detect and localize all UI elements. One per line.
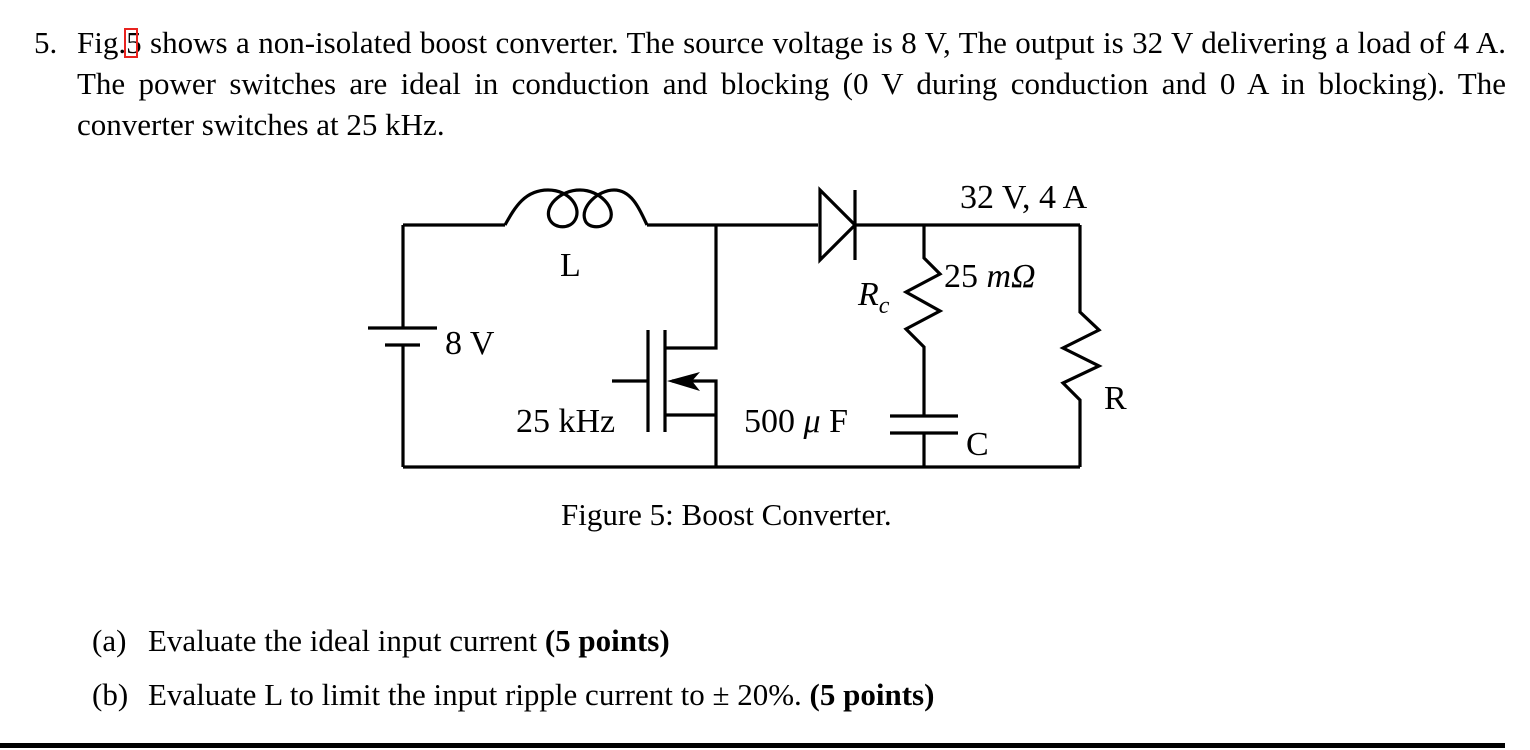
problem-text-lead: Fig.: [77, 25, 127, 60]
part-label: (a): [92, 623, 127, 658]
part-points: (5 points): [809, 677, 935, 712]
mosfet-arrow: [667, 372, 700, 391]
inductor-label: L: [560, 247, 581, 284]
load-resistor: [1059, 225, 1103, 467]
figure-caption: Figure 5: Boost Converter.: [561, 497, 892, 532]
problem-number: 5.: [34, 25, 58, 60]
mosfet-switch: [612, 225, 718, 467]
capacitor-value-label: 500 μ F: [744, 403, 848, 440]
problem-body: Fig.5 shows a non-isolated boost convert…: [77, 22, 1506, 145]
output-capacitor: [890, 414, 958, 467]
part-label: (b): [92, 677, 129, 712]
esr-symbol-label: Rc: [857, 276, 890, 319]
capacitor-label: C: [966, 426, 989, 463]
diode: [818, 186, 858, 264]
problem-statement: 5. Fig.5 shows a non-isolated boost conv…: [34, 22, 1506, 145]
load-label: R: [1104, 380, 1127, 417]
question-parts: (a) Evaluate the ideal input current (5 …: [92, 614, 934, 722]
problem-text: shows a non-isolated boost converter. Th…: [77, 25, 1506, 142]
source-voltage-label: 8 V: [445, 325, 495, 362]
section-divider: [0, 743, 1505, 748]
esr-resistor: [902, 225, 944, 415]
question-part-a: (a) Evaluate the ideal input current (5 …: [92, 614, 934, 668]
part-text: Evaluate the ideal input current: [148, 623, 545, 658]
part-points: (5 points): [544, 623, 670, 658]
part-text: Evaluate L to limit the input ripple cur…: [148, 677, 810, 712]
figure-reference-highlight: [124, 28, 139, 58]
switch-frequency-label: 25 kHz: [516, 403, 615, 440]
battery-source: [368, 225, 437, 467]
output-label: 32 V, 4 A: [960, 179, 1088, 216]
esr-value-label: 25 mΩ: [944, 258, 1036, 295]
inductor: [503, 188, 649, 229]
figure-reference-link[interactable]: 5: [124, 22, 142, 63]
question-part-b: (b) Evaluate L to limit the input ripple…: [92, 668, 934, 722]
